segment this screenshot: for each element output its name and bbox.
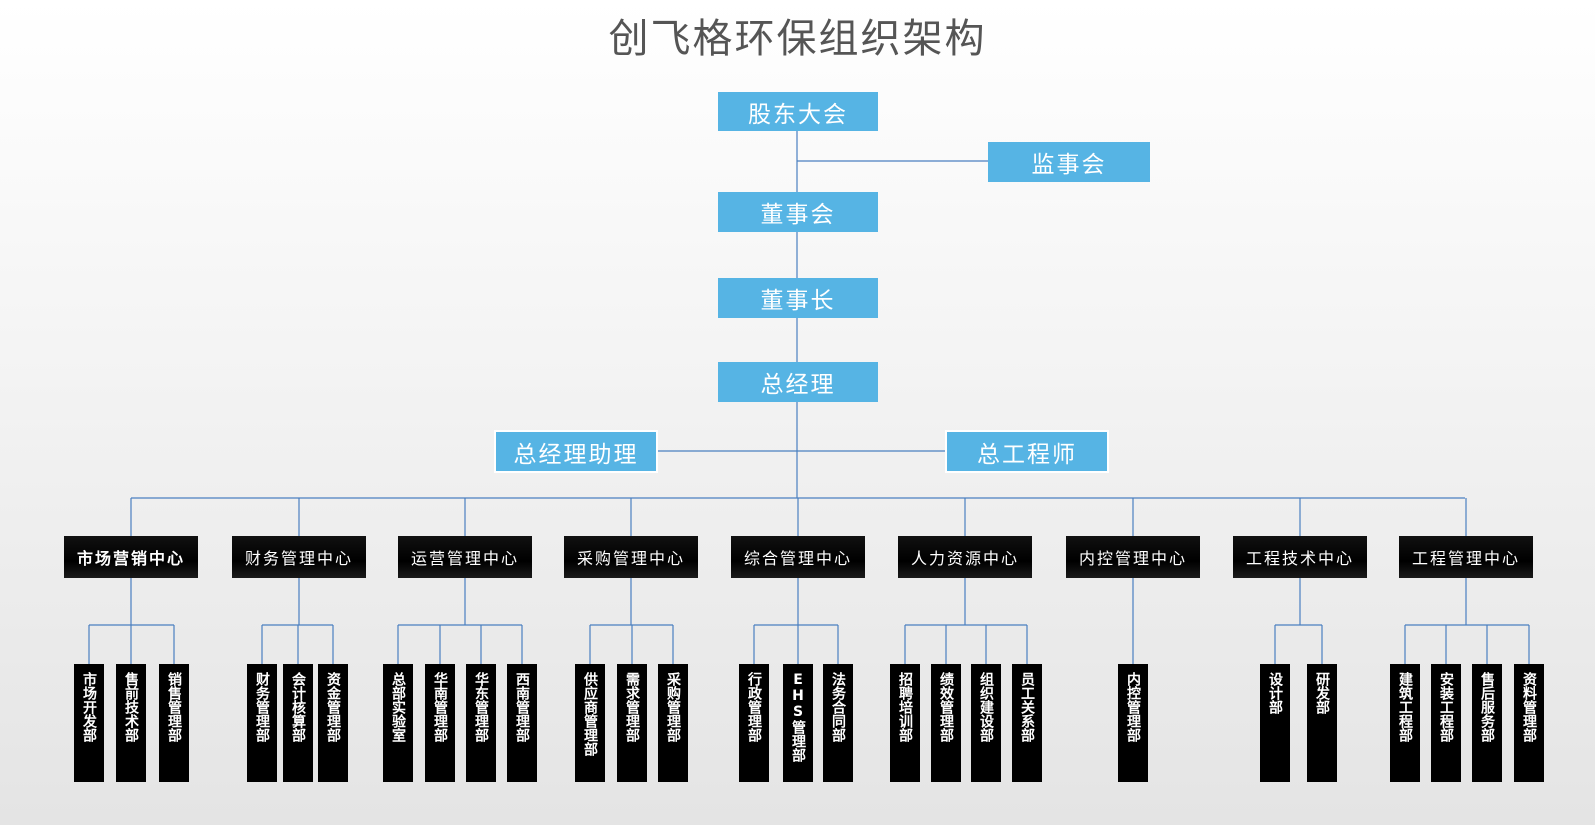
chairman-label: 董事长 xyxy=(760,288,836,314)
general-manager-box[interactable]: 总经理 xyxy=(718,362,878,402)
center-box[interactable]: 市场营销中心 xyxy=(64,536,198,578)
department-box[interactable]: 绩效管理部 xyxy=(931,664,961,782)
center-label: 财务管理中心 xyxy=(244,549,353,568)
department-label: 供应商管理部 xyxy=(582,672,598,756)
department-label: 采购管理部 xyxy=(665,672,681,742)
center-box[interactable]: 内控管理中心 xyxy=(1066,536,1200,578)
chief-engineer-box[interactable]: 总工程师 xyxy=(945,430,1109,473)
gm-assistant-label: 总经理助理 xyxy=(513,441,639,468)
department-box[interactable]: 华南管理部 xyxy=(425,664,455,782)
department-label: 招聘培训部 xyxy=(897,672,913,742)
department-label: 销售管理部 xyxy=(166,672,182,742)
center-label: 综合管理中心 xyxy=(743,549,852,568)
department-label: 法务合同部 xyxy=(830,672,846,742)
department-label: EHS管理部 xyxy=(790,672,806,762)
department-label: 华东管理部 xyxy=(473,672,489,742)
department-box[interactable]: 华东管理部 xyxy=(466,664,496,782)
chairman-box[interactable]: 董事长 xyxy=(718,278,878,318)
shareholders-box[interactable]: 股东大会 xyxy=(718,92,878,131)
center-label: 采购管理中心 xyxy=(576,549,685,568)
supervisors-box[interactable]: 监事会 xyxy=(988,142,1150,182)
board-box[interactable]: 董事会 xyxy=(718,192,878,232)
center-box[interactable]: 综合管理中心 xyxy=(731,536,865,578)
center-label: 人力资源中心 xyxy=(910,549,1019,568)
center-label: 内控管理中心 xyxy=(1078,549,1187,568)
department-label: 研发部 xyxy=(1314,672,1330,714)
department-box[interactable]: 内控管理部 xyxy=(1118,664,1148,782)
department-label: 市场开发部 xyxy=(81,672,97,742)
department-box[interactable]: 资金管理部 xyxy=(318,664,348,782)
department-label: 安装工程部 xyxy=(1438,672,1454,742)
department-label: 售后服务部 xyxy=(1479,672,1495,742)
department-box[interactable]: 售前技术部 xyxy=(116,664,146,782)
department-box[interactable]: 员工关系部 xyxy=(1012,664,1042,782)
department-box[interactable]: 法务合同部 xyxy=(823,664,853,782)
board-label: 董事会 xyxy=(760,202,836,228)
center-box[interactable]: 采购管理中心 xyxy=(564,536,698,578)
department-box[interactable]: 资料管理部 xyxy=(1514,664,1544,782)
department-label: 华南管理部 xyxy=(432,672,448,742)
center-box[interactable]: 人力资源中心 xyxy=(898,536,1032,578)
department-label: 建筑工程部 xyxy=(1397,672,1413,742)
department-box[interactable]: 建筑工程部 xyxy=(1390,664,1420,782)
chief-engineer-label: 总工程师 xyxy=(977,441,1077,468)
department-label: 组织建设部 xyxy=(978,672,994,742)
department-label: 资金管理部 xyxy=(325,672,341,742)
department-box[interactable]: 设计部 xyxy=(1260,664,1290,782)
department-label: 资料管理部 xyxy=(1521,672,1537,742)
department-box[interactable]: 销售管理部 xyxy=(159,664,189,782)
center-box[interactable]: 财务管理中心 xyxy=(232,536,366,578)
department-label: 员工关系部 xyxy=(1019,672,1035,742)
chart-title: 创飞格环保组织架构 xyxy=(608,16,987,62)
department-label: 财务管理部 xyxy=(254,672,270,742)
department-label: 行政管理部 xyxy=(746,672,762,742)
department-box[interactable]: 供应商管理部 xyxy=(575,664,605,782)
general-manager-label: 总经理 xyxy=(760,372,836,398)
department-label: 设计部 xyxy=(1267,672,1283,714)
shareholders-label: 股东大会 xyxy=(748,101,848,128)
center-label: 工程技术中心 xyxy=(1245,549,1354,568)
department-label: 需求管理部 xyxy=(624,672,640,742)
department-box[interactable]: 招聘培训部 xyxy=(890,664,920,782)
department-box[interactable]: 研发部 xyxy=(1307,664,1337,782)
center-label: 运营管理中心 xyxy=(410,549,519,568)
department-box[interactable]: 行政管理部 xyxy=(739,664,769,782)
department-box[interactable]: 组织建设部 xyxy=(971,664,1001,782)
department-label: 绩效管理部 xyxy=(938,672,954,742)
department-box[interactable]: 会计核算部 xyxy=(283,664,313,782)
department-label: 售前技术部 xyxy=(123,672,139,742)
department-box[interactable]: 市场开发部 xyxy=(74,664,104,782)
department-label: 会计核算部 xyxy=(290,672,306,742)
center-label: 工程管理中心 xyxy=(1411,549,1520,568)
supervisors-label: 监事会 xyxy=(1031,152,1107,178)
department-box[interactable]: 需求管理部 xyxy=(617,664,647,782)
department-label: 总部实验室 xyxy=(390,672,406,742)
department-label: 内控管理部 xyxy=(1125,672,1141,742)
department-box[interactable]: 安装工程部 xyxy=(1431,664,1461,782)
center-box[interactable]: 工程管理中心 xyxy=(1399,536,1533,578)
center-box[interactable]: 运营管理中心 xyxy=(398,536,532,578)
department-box[interactable]: 售后服务部 xyxy=(1472,664,1502,782)
department-box[interactable]: 西南管理部 xyxy=(507,664,537,782)
center-box[interactable]: 工程技术中心 xyxy=(1233,536,1367,578)
department-box[interactable]: 采购管理部 xyxy=(658,664,688,782)
department-label: 西南管理部 xyxy=(514,672,530,742)
gm-assistant-box[interactable]: 总经理助理 xyxy=(494,430,658,473)
center-label: 市场营销中心 xyxy=(76,549,185,568)
department-box[interactable]: EHS管理部 xyxy=(783,664,813,782)
department-box[interactable]: 财务管理部 xyxy=(247,664,277,782)
department-box[interactable]: 总部实验室 xyxy=(383,664,413,782)
